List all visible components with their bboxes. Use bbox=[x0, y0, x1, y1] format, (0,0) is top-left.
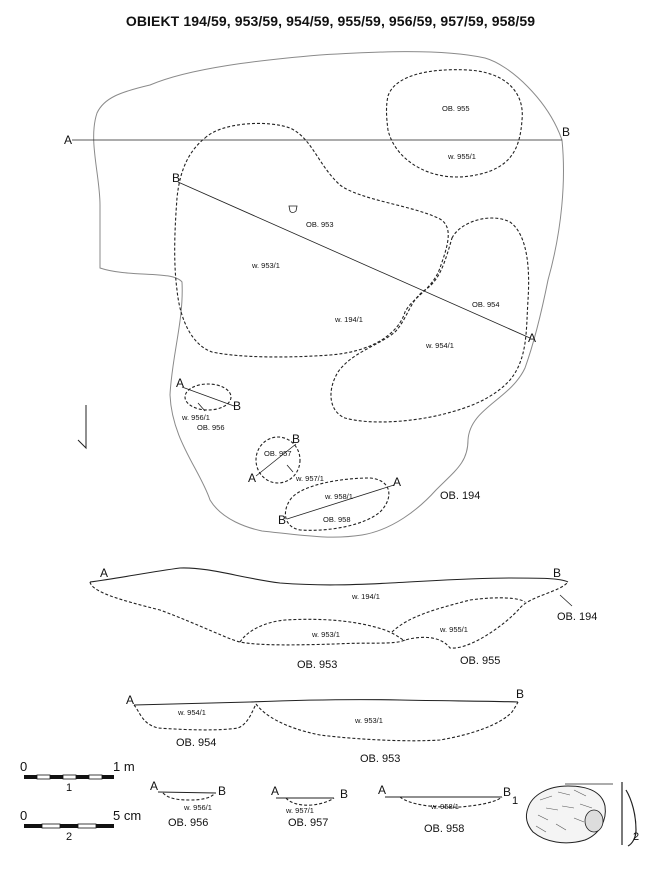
profile1-b: B bbox=[553, 566, 561, 580]
profile1-ob955 bbox=[391, 597, 526, 633]
p958-b: B bbox=[503, 785, 511, 799]
profile1-ob955: OB. 955 bbox=[460, 655, 500, 667]
find-sketch-profile bbox=[621, 782, 637, 847]
ob954-outline bbox=[330, 217, 530, 423]
p957-w: w. 957/1 bbox=[285, 806, 314, 815]
profile-958 bbox=[385, 796, 503, 808]
profile1-ob194: OB. 194 bbox=[557, 611, 597, 623]
section-label-a-top: A bbox=[64, 133, 72, 147]
scale1-number: 1 bbox=[66, 782, 72, 794]
feature-194-outline bbox=[93, 51, 564, 538]
p956-a: A bbox=[150, 779, 158, 793]
scale1-zero: 0 bbox=[20, 759, 27, 774]
profile2-a: A bbox=[126, 693, 134, 707]
section-957-a: A bbox=[248, 471, 256, 485]
profile-section-2 bbox=[133, 699, 519, 742]
section-line-956 bbox=[181, 386, 235, 407]
section-958-a: A bbox=[393, 475, 401, 489]
scale2-number: 2 bbox=[66, 831, 72, 843]
section-label-b-diag: B bbox=[172, 171, 180, 185]
north-arrow-icon bbox=[77, 405, 87, 450]
scale1-end: 1 m bbox=[113, 759, 135, 774]
profile-957 bbox=[276, 797, 335, 806]
ob194-leader bbox=[559, 594, 573, 607]
w953-label: w. 953/1 bbox=[251, 261, 280, 270]
ob955-label: OB. 955 bbox=[442, 104, 470, 113]
ob956-label: OB. 956 bbox=[197, 423, 225, 432]
p958-a: A bbox=[378, 783, 386, 797]
section-958-b: B bbox=[278, 513, 286, 527]
ob953-outline bbox=[174, 122, 449, 358]
profile-section-1 bbox=[89, 567, 573, 649]
find-number-2: 2 bbox=[633, 831, 639, 843]
profile-956 bbox=[157, 791, 217, 801]
w956-leader bbox=[197, 402, 206, 412]
profile1-surface bbox=[89, 567, 569, 586]
profile2-w953: w. 953/1 bbox=[354, 716, 383, 725]
p957-ob: OB. 957 bbox=[288, 817, 328, 829]
find-number-1: 1 bbox=[512, 795, 518, 807]
section-956-b: B bbox=[233, 399, 241, 413]
ob194-label: OB. 194 bbox=[440, 490, 480, 502]
ob958-outline bbox=[284, 477, 390, 531]
small-find-marker bbox=[288, 205, 298, 213]
w956-label: w. 956/1 bbox=[181, 413, 210, 422]
profile2-ob954: OB. 954 bbox=[176, 737, 216, 749]
p958-w: w. 958/1 bbox=[430, 802, 459, 811]
scale-bar-2 bbox=[24, 823, 114, 829]
w954-label: w. 954/1 bbox=[425, 341, 454, 350]
section-line-958 bbox=[286, 484, 395, 520]
profile2-ob953: OB. 953 bbox=[360, 753, 400, 765]
p956-w: w. 956/1 bbox=[183, 803, 212, 812]
profile1-w194: w. 194/1 bbox=[351, 592, 380, 601]
ob958-label: OB. 958 bbox=[323, 515, 351, 524]
p958-ob: OB. 958 bbox=[424, 823, 464, 835]
find-sketch-pottery bbox=[525, 783, 613, 844]
ob957-label: OB. 957 bbox=[264, 449, 292, 458]
p957-a: A bbox=[271, 784, 279, 798]
plan-view bbox=[72, 51, 564, 538]
profile1-a: A bbox=[100, 566, 108, 580]
p956-b: B bbox=[218, 784, 226, 798]
scale2-end: 5 cm bbox=[113, 808, 141, 823]
ob953-label: OB. 953 bbox=[306, 220, 334, 229]
w955-label: w. 955/1 bbox=[447, 152, 476, 161]
ob955-outline bbox=[385, 69, 523, 178]
profile2-ob954 bbox=[133, 703, 257, 731]
profile1-ob953 bbox=[239, 618, 406, 643]
w957-label: w. 957/1 bbox=[295, 474, 324, 483]
section-line-957 bbox=[255, 443, 297, 477]
p956-ob: OB. 956 bbox=[168, 817, 208, 829]
scale2-zero: 0 bbox=[20, 808, 27, 823]
page-title: OBIEKT 194/59, 953/59, 954/59, 955/59, 9… bbox=[125, 13, 536, 29]
profile2-surface bbox=[133, 699, 519, 706]
p957-b: B bbox=[340, 787, 348, 801]
ob956-outline bbox=[184, 383, 232, 411]
profile1-w953: w. 953/1 bbox=[311, 630, 340, 639]
ob957-outline bbox=[255, 436, 301, 484]
section-label-b-top: B bbox=[562, 125, 570, 139]
section-956-a: A bbox=[176, 376, 184, 390]
profile1-ob953: OB. 953 bbox=[297, 659, 337, 671]
profile2-b: B bbox=[516, 687, 524, 701]
section-957-b: B bbox=[292, 432, 300, 446]
w958-label: w. 958/1 bbox=[324, 492, 353, 501]
profile1-w955: w. 955/1 bbox=[439, 625, 468, 634]
profile2-ob953 bbox=[255, 701, 519, 742]
w957-leader bbox=[286, 464, 294, 473]
scale-bar-1 bbox=[24, 774, 114, 780]
profile2-w954: w. 954/1 bbox=[177, 708, 206, 717]
section-label-a-diag: A bbox=[528, 331, 536, 345]
w194-label: w. 194/1 bbox=[334, 315, 363, 324]
section-line-diagonal bbox=[177, 181, 531, 339]
ob954-label: OB. 954 bbox=[472, 300, 500, 309]
